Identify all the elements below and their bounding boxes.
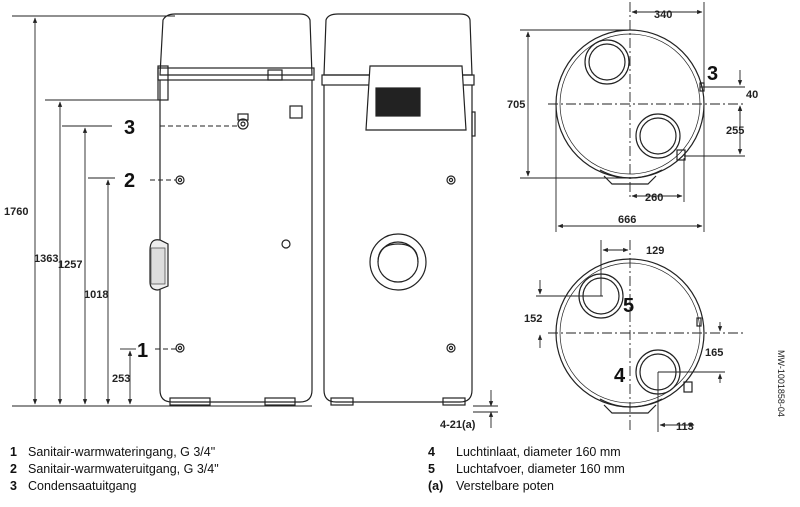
legend-num: 4 <box>428 445 435 459</box>
legend-text: Luchtinlaat, diameter 160 mm <box>456 445 621 459</box>
legend-text: Condensaatuitgang <box>28 479 137 493</box>
dim-152: 152 <box>524 313 542 325</box>
dim-340: 340 <box>654 9 672 21</box>
legend-item-a: (a) Verstelbare poten <box>428 478 625 495</box>
legend-item-2: 2 Sanitair-warmwateruitgang, G 3/4" <box>10 461 219 478</box>
legend-item-5: 5 Luchtafvoer, diameter 160 mm <box>428 461 625 478</box>
callout-1: 1 <box>137 340 148 362</box>
dim-129: 129 <box>646 245 664 257</box>
legend-text: Verstelbare poten <box>456 479 554 493</box>
legend-item-3: 3 Condensaatuitgang <box>10 478 219 495</box>
document-reference: MW-1001858-04 <box>776 350 786 417</box>
dim-113: 113 <box>676 421 694 433</box>
callout-2: 2 <box>124 170 135 192</box>
side-view <box>149 13 315 406</box>
front-view <box>321 13 476 406</box>
legend-num: 3 <box>10 479 17 493</box>
feet-dimension <box>473 390 498 428</box>
dim-1760: 1760 <box>4 206 28 218</box>
legend-right: 4 Luchtinlaat, diameter 160 mm 5 Luchtafvo… <box>428 444 625 495</box>
legend-num: 2 <box>10 462 17 476</box>
legend-text: Luchtafvoer, diameter 160 mm <box>456 462 625 476</box>
dim-260: 260 <box>645 192 663 204</box>
dim-40: 40 <box>746 89 758 101</box>
callout-3: 3 <box>124 117 135 139</box>
legend-text: Sanitair-warmwateringang, G 3/4" <box>28 445 216 459</box>
side-view-handle <box>150 247 166 285</box>
callout-4: 4 <box>614 365 626 387</box>
callout-5: 5 <box>623 295 634 317</box>
height-dimensions <box>12 15 312 407</box>
dim-705: 705 <box>507 99 525 111</box>
top-view-lower-dims <box>536 240 744 432</box>
dim-165: 165 <box>705 347 723 359</box>
dim-1018: 1018 <box>84 289 108 301</box>
dim-1257: 1257 <box>58 259 82 271</box>
legend-num: (a) <box>428 479 444 493</box>
dim-1363: 1363 <box>34 253 58 265</box>
top-view-upper-dims <box>520 2 745 232</box>
dim-feet: 4-21(a) <box>440 419 476 431</box>
callout-3-top: 3 <box>707 63 718 85</box>
dim-253: 253 <box>112 373 130 385</box>
legend-left: 1 Sanitair-warmwateringang, G 3/4" 2 Sanit… <box>10 444 219 495</box>
legend-item-4: 4 Luchtinlaat, diameter 160 mm <box>428 444 625 461</box>
legend-num: 1 <box>10 445 17 459</box>
dim-666: 666 <box>618 214 636 226</box>
dim-255: 255 <box>726 125 744 137</box>
legend-item-1: 1 Sanitair-warmwateringang, G 3/4" <box>10 444 219 461</box>
legend-num: 5 <box>428 462 435 476</box>
legend-text: Sanitair-warmwateruitgang, G 3/4" <box>28 462 219 476</box>
